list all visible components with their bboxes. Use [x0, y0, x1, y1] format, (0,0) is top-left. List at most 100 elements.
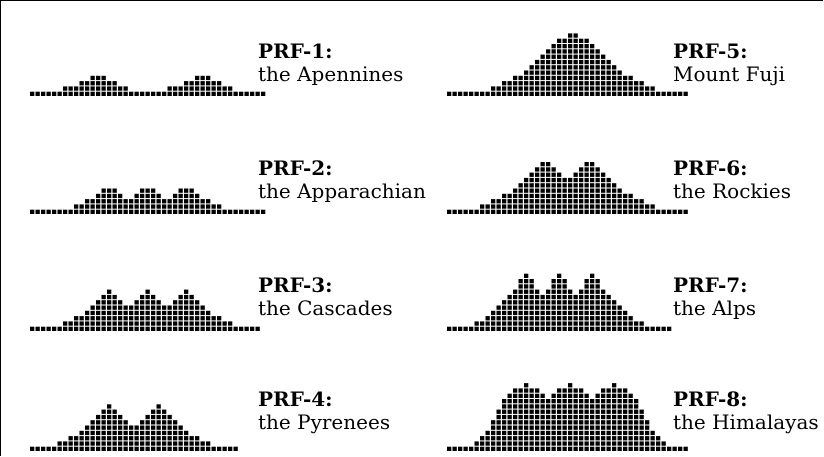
terrain-block: [222, 321, 227, 326]
terrain-block: [535, 316, 540, 321]
terrain-block: [162, 430, 167, 436]
terrain-block: [178, 188, 183, 193]
terrain-block: [595, 425, 600, 430]
terrain-block: [173, 321, 178, 326]
terrain-block: [529, 81, 534, 86]
terrain-block: [639, 86, 644, 91]
terrain-block: [518, 441, 523, 446]
terrain-block: [507, 414, 512, 420]
terrain-block: [639, 420, 644, 425]
terrain-block: [184, 441, 189, 446]
terrain-block: [90, 209, 95, 214]
terrain-block: [474, 446, 479, 451]
terrain-block: [546, 65, 551, 70]
terrain-block: [222, 446, 227, 451]
terrain-block: [107, 420, 112, 425]
terrain-block: [79, 326, 84, 331]
terrain-block: [590, 162, 595, 167]
terrain-block: [173, 209, 178, 214]
terrain-block: [573, 49, 578, 54]
terrain-block: [151, 294, 156, 300]
terrain-block: [524, 326, 529, 331]
terrain-block: [590, 446, 595, 451]
terrain-block: [568, 414, 573, 420]
terrain-block: [612, 300, 617, 305]
terrain-block: [57, 91, 62, 96]
terrain-block: [584, 44, 589, 49]
terrain-block: [590, 177, 595, 183]
terrain-block: [612, 70, 617, 75]
terrain-block: [524, 300, 529, 305]
terrain-block: [173, 86, 178, 91]
terrain-block: [568, 388, 573, 393]
terrain-block: [590, 167, 595, 172]
terrain-block: [195, 326, 200, 331]
terrain-block: [518, 310, 523, 316]
terrain-block: [573, 294, 578, 300]
terrain-block: [590, 316, 595, 321]
terrain-block: [634, 420, 639, 425]
terrain-block: [623, 316, 628, 321]
terrain-block: [162, 436, 167, 441]
terrain-block: [595, 446, 600, 451]
terrain-block: [35, 91, 40, 96]
terrain-block: [606, 409, 611, 414]
terrain-block: [123, 326, 128, 331]
terrain-block: [513, 436, 518, 441]
terrain-block: [540, 393, 545, 398]
terrain-block: [529, 404, 534, 409]
terrain-block: [612, 420, 617, 425]
terrain-block: [562, 44, 567, 49]
terrain-block: [173, 420, 178, 425]
terrain-block: [551, 54, 556, 59]
terrain-block: [590, 183, 595, 188]
terrain-block: [562, 326, 567, 331]
terrain-block: [74, 436, 79, 441]
terrain-block: [151, 300, 156, 305]
terrain-block: [518, 414, 523, 420]
profile-label-prf-6: PRF-6: the Rockies: [673, 157, 791, 203]
terrain-block: [579, 414, 584, 420]
terrain-block: [112, 188, 117, 193]
terrain-block: [189, 193, 194, 199]
terrain-block: [134, 436, 139, 441]
terrain-block: [661, 446, 666, 451]
terrain-block: [129, 209, 134, 214]
terrain-block: [151, 91, 156, 96]
terrain-block: [524, 425, 529, 430]
terrain-block: [491, 199, 496, 204]
terrain-block: [96, 209, 101, 214]
terrain-block: [145, 321, 150, 326]
terrain-block: [557, 91, 562, 96]
terrain-block: [557, 388, 562, 393]
terrain-block: [90, 316, 95, 321]
terrain-block: [129, 321, 134, 326]
terrain-block: [480, 204, 485, 209]
terrain-block: [151, 425, 156, 430]
terrain-block: [41, 326, 46, 331]
terrain-block: [63, 321, 68, 326]
terrain-block: [612, 75, 617, 81]
terrain-block: [639, 430, 644, 436]
terrain-block: [233, 326, 238, 331]
terrain-block: [606, 199, 611, 204]
terrain-block: [507, 300, 512, 305]
terrain-block: [129, 425, 134, 430]
terrain-block: [590, 204, 595, 209]
terrain-block: [491, 441, 496, 446]
terrain-block: [645, 436, 650, 441]
terrain-block: [573, 404, 578, 409]
terrain-block: [639, 446, 644, 451]
terrain-block: [46, 209, 51, 214]
terrain-block: [518, 279, 523, 284]
terrain-block: [595, 204, 600, 209]
terrain-block: [557, 209, 562, 214]
terrain-block: [601, 425, 606, 430]
terrain-block: [529, 86, 534, 91]
terrain-block: [573, 33, 578, 38]
terrain-block: [90, 81, 95, 86]
terrain-block: [513, 199, 518, 204]
terrain-block: [123, 305, 128, 310]
terrain-block: [447, 209, 452, 214]
terrain-block: [101, 310, 106, 316]
